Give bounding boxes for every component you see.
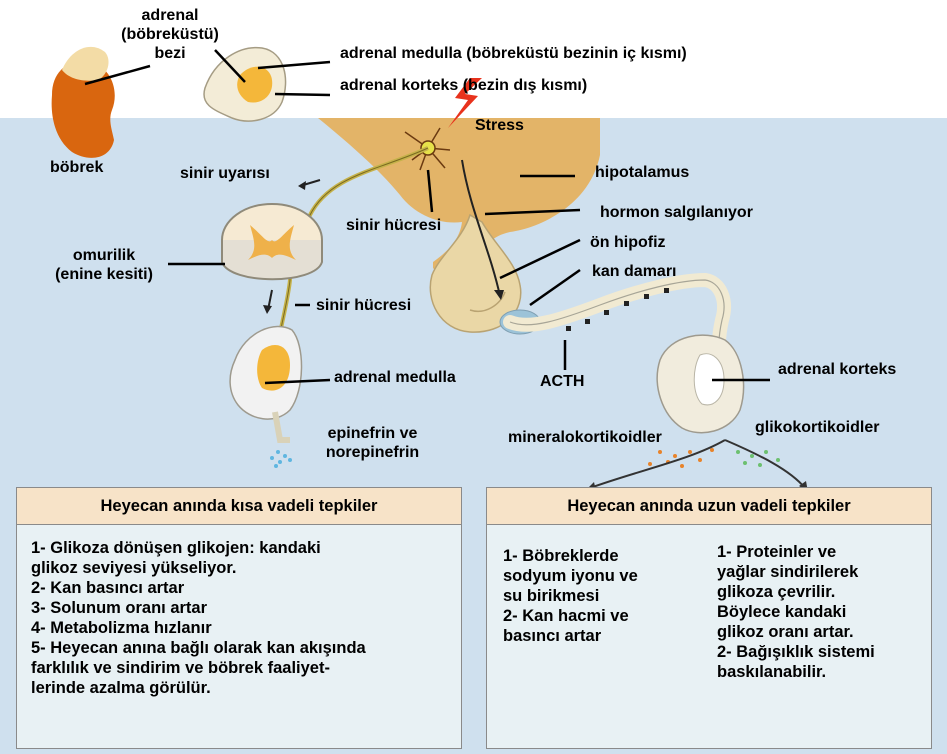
long-term-right-list: 1- Proteinler ve yağlar sindirilerek gli… <box>717 542 875 682</box>
glucocorticoids-label: glikokortikoidler <box>755 418 879 437</box>
kidney-label: böbrek <box>50 158 103 177</box>
long-term-left-line: su birikmesi <box>503 586 638 606</box>
adrenal-gland-label: adrenal (böbreküstü) bezi <box>105 6 235 63</box>
short-term-list: 1- Glikoza dönüşen glikojen: kandaki gli… <box>31 538 366 698</box>
short-term-line: lerinde azalma görülür. <box>31 678 366 698</box>
long-term-right-line: yağlar sindirilerek <box>717 562 875 582</box>
long-term-left-line: sodyum iyonu ve <box>503 566 638 586</box>
adrenal-cortex-top-label: adrenal korteks (bezin dış kısmı) <box>340 76 587 95</box>
acth-label: ACTH <box>540 372 584 391</box>
epinephrine-label: epinefrin ve norepinefrin <box>300 424 445 462</box>
mineralocorticoids-label: mineralokortikoidler <box>508 428 662 447</box>
long-term-right-line: Böylece kandaki <box>717 602 875 622</box>
short-term-title: Heyecan anında kısa vadeli tepkiler <box>17 488 461 525</box>
epinephrine-dots <box>270 450 292 468</box>
long-term-left-line: basıncı artar <box>503 626 638 646</box>
mineralocorticoid-arrow <box>590 440 725 488</box>
long-term-panel: Heyecan anında uzun vadeli tepkiler 1- B… <box>486 487 932 749</box>
long-term-left-line: 2- Kan hacmi ve <box>503 606 638 626</box>
long-term-right-line: 2- Bağışıklık sistemi <box>717 642 875 662</box>
long-term-title: Heyecan anında uzun vadeli tepkiler <box>487 488 931 525</box>
short-term-line: 2- Kan basıncı artar <box>31 578 366 598</box>
adrenal-medulla-label: adrenal medulla <box>334 368 456 387</box>
glucocorticoid-arrow <box>725 440 805 488</box>
nerve-cell-label-2: sinir hücresi <box>316 296 411 315</box>
long-term-right-line: glikoz oranı artar. <box>717 622 875 642</box>
short-term-line: 1- Glikoza dönüşen glikojen: kandaki <box>31 538 366 558</box>
short-term-panel: Heyecan anında kısa vadeli tepkiler 1- G… <box>16 487 462 749</box>
hypothalamus-label: hipotalamus <box>595 163 689 182</box>
long-term-right-line: glikoza çevrilir. <box>717 582 875 602</box>
short-term-line: 4- Metabolizma hızlanır <box>31 618 366 638</box>
nerve-cell-label-1: sinir hücresi <box>346 216 441 235</box>
long-term-right-line: baskılanabilir. <box>717 662 875 682</box>
anterior-pituitary-label: ön hipofiz <box>590 233 666 252</box>
spinal-cord-label: omurilik (enine kesiti) <box>40 246 168 284</box>
short-term-line: 3- Solunum oranı artar <box>31 598 366 618</box>
short-term-line: 5- Heyecan anına bağlı olarak kan akışın… <box>31 638 366 658</box>
short-term-line: farklılık ve sindirim ve böbrek faaliyet… <box>31 658 366 678</box>
long-term-left-list: 1- Böbreklerde sodyum iyonu ve su birikm… <box>503 546 638 646</box>
kidney-adrenal-cap <box>62 47 109 81</box>
adrenal-medulla-top-label: adrenal medulla (böbreküstü bezinin iç k… <box>340 44 687 63</box>
nerve-stimulus-label: sinir uyarısı <box>180 164 270 183</box>
long-term-left-line: 1- Böbreklerde <box>503 546 638 566</box>
short-term-line: glikoz seviyesi yükseliyor. <box>31 558 366 578</box>
blood-vessel-label: kan damarı <box>592 262 676 281</box>
hormone-secreted-label: hormon salgılanıyor <box>600 203 753 222</box>
stress-label: Stress <box>475 116 524 135</box>
long-term-right-line: 1- Proteinler ve <box>717 542 875 562</box>
adrenal-cortex-label: adrenal korteks <box>778 360 896 379</box>
